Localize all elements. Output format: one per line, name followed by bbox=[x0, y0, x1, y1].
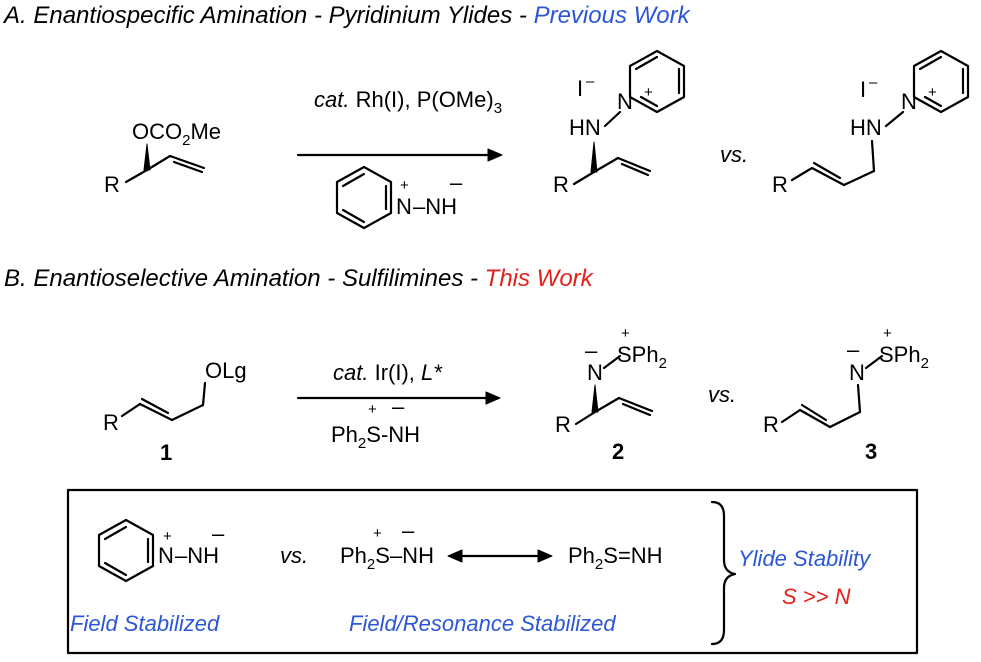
svg-text:–: – bbox=[212, 521, 225, 546]
svg-text:N: N bbox=[587, 360, 603, 385]
caption-field-stabilized: Field Stabilized bbox=[70, 611, 220, 636]
product-a-linear: I – HN N + R bbox=[772, 49, 970, 197]
svg-text:HN: HN bbox=[569, 115, 601, 140]
svg-text:OLg: OLg bbox=[205, 358, 247, 383]
reagent-a-top: cat. Rh(I), P(OMe)3 bbox=[314, 87, 502, 117]
svg-text:SPh2: SPh2 bbox=[617, 342, 667, 372]
product-b-branched: – N + SPh2 R 2 bbox=[555, 325, 667, 464]
svg-text:+: + bbox=[368, 401, 377, 418]
reagent-b-top: cat. Ir(I), L* bbox=[333, 360, 443, 385]
svg-text:R: R bbox=[763, 412, 779, 437]
section-b-heading: B. Enantioselective Amination - Sulfilim… bbox=[4, 265, 595, 292]
svg-text:+: + bbox=[400, 177, 409, 194]
compound-number-1: 1 bbox=[160, 440, 172, 465]
compound-number-2: 2 bbox=[612, 439, 624, 464]
svg-text:–NH: –NH bbox=[413, 194, 457, 219]
svg-text:OCO2Me: OCO2Me bbox=[132, 119, 221, 149]
ylide-stability-title: Ylide Stability bbox=[738, 546, 872, 571]
box-sulfilimine-neutral: Ph2S=NH bbox=[568, 543, 663, 573]
svg-text:–: – bbox=[847, 337, 860, 362]
svg-text:+: + bbox=[928, 84, 937, 101]
svg-text:+: + bbox=[373, 525, 382, 542]
svg-text:–: – bbox=[392, 394, 405, 419]
svg-text:R: R bbox=[104, 172, 120, 197]
svg-text:+: + bbox=[883, 325, 892, 342]
svg-text:HN: HN bbox=[850, 115, 882, 140]
svg-text:SPh2: SPh2 bbox=[879, 342, 929, 372]
product-b-linear: – N + SPh2 R 3 bbox=[763, 325, 929, 464]
svg-text:+: + bbox=[621, 325, 630, 342]
brace bbox=[710, 500, 737, 646]
svg-text:–: – bbox=[450, 170, 463, 195]
pyridinium-ylide-reagent: N + –NH – bbox=[335, 165, 463, 230]
box-sulfilimine-ylide: + – Ph2S–NH bbox=[340, 518, 434, 573]
substrate-b: OLg R 1 bbox=[103, 358, 247, 465]
vs-box: vs. bbox=[280, 543, 308, 568]
svg-text:–: – bbox=[869, 74, 878, 91]
box-pyridinium-ylide: N + –NH – bbox=[97, 518, 225, 583]
svg-text:I: I bbox=[860, 77, 866, 102]
svg-text:Ph2S-NH: Ph2S-NH bbox=[331, 422, 420, 452]
compound-number-3: 3 bbox=[865, 439, 877, 464]
substrate-a: OCO2Me R bbox=[104, 119, 221, 197]
svg-text:–NH: –NH bbox=[175, 543, 219, 568]
comparison-box bbox=[66, 488, 919, 655]
svg-text:R: R bbox=[553, 172, 569, 197]
vs-a: vs. bbox=[720, 142, 748, 167]
svg-text:N: N bbox=[849, 360, 865, 385]
ylide-stability-value: S >> N bbox=[782, 584, 851, 609]
svg-text:–: – bbox=[585, 338, 598, 363]
svg-text:–: – bbox=[402, 518, 415, 543]
svg-text:N: N bbox=[158, 543, 174, 568]
vs-b: vs. bbox=[708, 382, 736, 407]
svg-text:Ph2S–NH: Ph2S–NH bbox=[340, 543, 434, 573]
svg-text:+: + bbox=[163, 528, 172, 545]
svg-text:N: N bbox=[396, 194, 412, 219]
resonance-arrow bbox=[447, 549, 553, 563]
svg-text:R: R bbox=[555, 412, 571, 437]
svg-text:R: R bbox=[103, 410, 119, 435]
svg-text:I: I bbox=[577, 76, 583, 101]
svg-text:+: + bbox=[644, 84, 653, 101]
product-a-branched: I – HN N + R bbox=[553, 49, 686, 197]
sulfilimine-reagent: + – Ph2S-NH bbox=[331, 394, 420, 452]
section-a-heading: A. Enantiospecific Amination - Pyridiniu… bbox=[2, 2, 692, 29]
caption-field-resonance-stabilized: Field/Resonance Stabilized bbox=[349, 611, 616, 636]
svg-text:–: – bbox=[586, 73, 595, 90]
svg-text:R: R bbox=[772, 172, 788, 197]
